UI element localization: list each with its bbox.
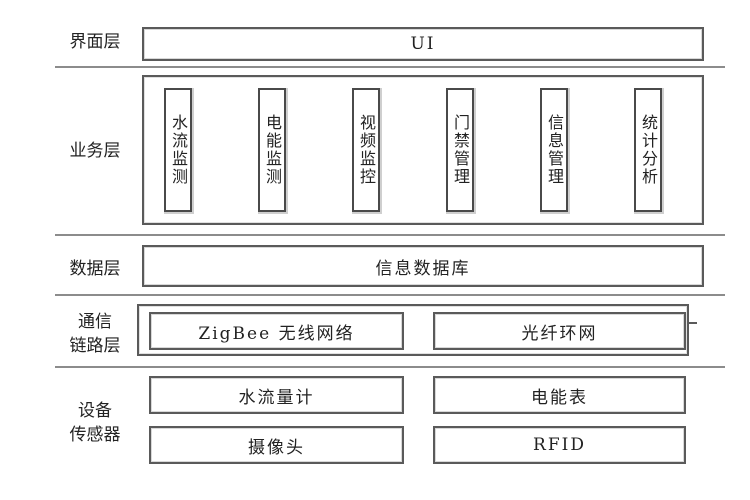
link-layer-label: 通信 链路层 (69, 312, 121, 356)
divider-4 (55, 366, 725, 368)
module-statistics: 统计分析 (634, 88, 662, 212)
divider-2 (55, 234, 725, 236)
rfid-box: RFID (433, 426, 686, 464)
module-label: 门禁管理 (451, 114, 470, 186)
link-connector (687, 322, 697, 338)
module-info-management: 信息管理 (540, 88, 568, 212)
power-meter-box: 电能表 (433, 376, 686, 414)
fiber-ring-box: 光纤环网 (433, 312, 686, 350)
zigbee-box: ZigBee 无线网络 (149, 312, 404, 350)
module-power-monitor: 电能监测 (258, 88, 286, 212)
module-access-control: 门禁管理 (446, 88, 474, 212)
divider-3 (55, 294, 725, 296)
module-label: 信息管理 (545, 114, 564, 186)
module-label: 电能监测 (263, 114, 282, 186)
water-meter-box: 水流量计 (149, 376, 404, 414)
camera-box: 摄像头 (149, 426, 404, 464)
module-label: 统计分析 (639, 114, 658, 186)
module-video-monitor: 视频监控 (352, 88, 380, 212)
link-group (137, 304, 689, 356)
module-water-monitor: 水流监测 (164, 88, 192, 212)
device-layer-label: 设备 传感器 (69, 401, 121, 445)
ui-box: UI (142, 27, 704, 61)
data-layer-label: 数据层 (69, 259, 121, 279)
ui-layer-label: 界面层 (69, 32, 121, 52)
module-label: 水流监测 (169, 114, 188, 186)
divider-1 (55, 66, 725, 68)
business-layer-label: 业务层 (69, 141, 121, 161)
database-box: 信息数据库 (142, 245, 704, 287)
business-group (142, 75, 704, 225)
module-label: 视频监控 (357, 114, 376, 186)
